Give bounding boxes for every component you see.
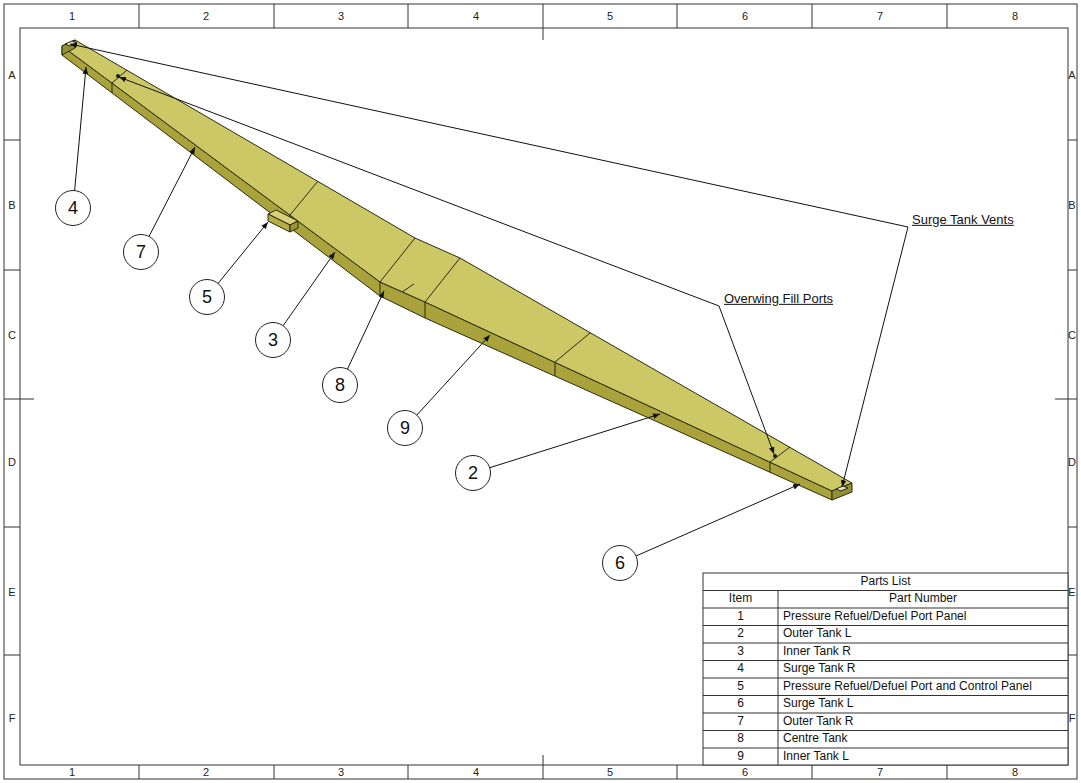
- grid-number: 6: [742, 10, 748, 22]
- grid-letter: B: [1068, 199, 1075, 211]
- item-number: 6: [737, 698, 744, 711]
- callout-number: 5: [202, 288, 212, 306]
- refuel-panel: [268, 210, 298, 232]
- part-name: Inner Tank L: [783, 750, 849, 763]
- grid-letter: A: [1068, 69, 1075, 81]
- callout-circle: 6: [602, 545, 638, 581]
- grid-number: 5: [607, 766, 613, 778]
- callout-number: 9: [400, 419, 410, 437]
- grid-letter: C: [8, 329, 16, 341]
- part-name: Centre Tank: [783, 733, 847, 746]
- vents-and-ports: [65, 41, 848, 491]
- callout-number: 8: [335, 376, 345, 394]
- grid-letter: D: [1068, 456, 1076, 468]
- sheet-frame: [4, 4, 1077, 779]
- item-number: 2: [737, 628, 744, 641]
- item-number: 9: [737, 750, 744, 763]
- grid-number: 7: [877, 766, 883, 778]
- part-name: Surge Tank L: [783, 698, 854, 711]
- part-name: Surge Tank R: [783, 663, 856, 676]
- callout-circle: 5: [189, 279, 225, 315]
- grid-letter: F: [1069, 712, 1076, 724]
- callout-circle: 3: [255, 322, 291, 358]
- note-label: Overwing Fill Ports: [724, 292, 833, 306]
- grid-number: 6: [742, 766, 748, 778]
- grid-number: 7: [877, 10, 883, 22]
- grid-number: 1: [69, 10, 75, 22]
- table-header: Item: [729, 593, 752, 606]
- item-number: 3: [737, 645, 744, 658]
- grid-number: 5: [607, 10, 613, 22]
- grid-number: 4: [473, 766, 479, 778]
- part-name: Pressure Refuel/Defuel Port and Control …: [783, 680, 1032, 693]
- part-name: Outer Tank L: [783, 628, 851, 641]
- note-label: Surge Tank Vents: [912, 213, 1014, 227]
- part-name: Outer Tank R: [783, 715, 853, 728]
- item-number: 4: [737, 663, 744, 676]
- part-name: Inner Tank R: [783, 645, 851, 658]
- parts-list-table: [703, 573, 1068, 765]
- item-number: 5: [737, 680, 744, 693]
- callout-number: 7: [136, 243, 146, 261]
- grid-letter: C: [1068, 329, 1076, 341]
- grid-number: 1: [69, 766, 75, 778]
- callout-number: 3: [268, 331, 278, 349]
- callout-number: 6: [615, 554, 625, 572]
- grid-number: 4: [473, 10, 479, 22]
- table-title: Parts List: [860, 575, 910, 588]
- grid-letter: A: [8, 69, 15, 81]
- grid-number: 2: [203, 766, 209, 778]
- table-header: Part Number: [889, 593, 957, 606]
- item-number: 7: [737, 715, 744, 728]
- item-number: 1: [737, 610, 744, 623]
- grid-letter: F: [9, 712, 16, 724]
- item-number: 8: [737, 733, 744, 746]
- grid-letter: E: [1068, 586, 1075, 598]
- grid-number: 3: [338, 10, 344, 22]
- grid-number: 8: [1012, 10, 1018, 22]
- callout-number: 4: [68, 199, 78, 217]
- callout-circle: 9: [387, 410, 423, 446]
- callout-number: 2: [468, 464, 478, 482]
- grid-letter: E: [8, 586, 15, 598]
- part-name: Pressure Refuel/Defuel Port Panel: [783, 610, 966, 623]
- callout-circle: 2: [455, 455, 491, 491]
- leader-lines: [70, 44, 908, 563]
- grid-letter: D: [8, 456, 16, 468]
- grid-number: 8: [1012, 766, 1018, 778]
- tank-boundaries: [112, 70, 790, 472]
- wing-body: [62, 40, 852, 500]
- callout-circle: 4: [55, 190, 91, 226]
- callout-circle: 8: [322, 367, 358, 403]
- grid-letter: B: [8, 199, 15, 211]
- callout-circle: 7: [123, 234, 159, 270]
- grid-number: 3: [338, 766, 344, 778]
- grid-number: 2: [203, 10, 209, 22]
